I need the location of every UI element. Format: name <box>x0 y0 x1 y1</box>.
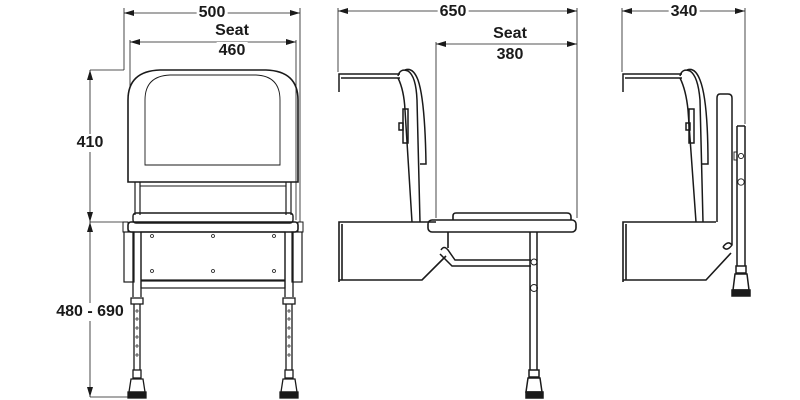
dim-seat-label-side: Seat <box>491 25 529 43</box>
dim-overall-depth-label: 650 <box>437 3 469 21</box>
side-dimension-lines <box>337 7 578 218</box>
dim-seat-height-range-label: 480 - 690 <box>54 303 126 321</box>
wall-box <box>338 221 447 282</box>
folded-leg <box>731 125 751 297</box>
adjustable-leg-left <box>127 232 147 399</box>
folded-wall-box <box>622 221 732 282</box>
dim-seat-label-front: Seat <box>213 22 251 40</box>
seat-front <box>122 212 304 233</box>
seat-frame <box>123 231 303 289</box>
folded-seat <box>716 93 733 250</box>
seat-profile <box>427 212 577 248</box>
side-view-folded <box>621 7 751 297</box>
adjustable-leg-right <box>279 232 299 399</box>
folded-backrest <box>679 68 709 223</box>
folded-dimension-lines <box>621 7 746 124</box>
wall-arm <box>338 73 400 92</box>
dim-seat-width-label: 460 <box>216 42 248 60</box>
front-dimension-lines <box>87 8 301 398</box>
side-leg <box>525 232 544 399</box>
dim-overall-width-label: 500 <box>196 4 228 22</box>
front-view <box>87 8 304 399</box>
folded-wall-arm <box>622 73 682 92</box>
backrest <box>127 69 299 215</box>
dim-backrest-height-label: 410 <box>74 134 106 152</box>
support-strut <box>439 246 531 267</box>
side-view-unfolded <box>337 7 578 399</box>
backrest-profile <box>397 68 427 223</box>
dim-folded-depth-label: 340 <box>668 3 700 21</box>
dim-seat-depth-label: 380 <box>494 46 526 64</box>
